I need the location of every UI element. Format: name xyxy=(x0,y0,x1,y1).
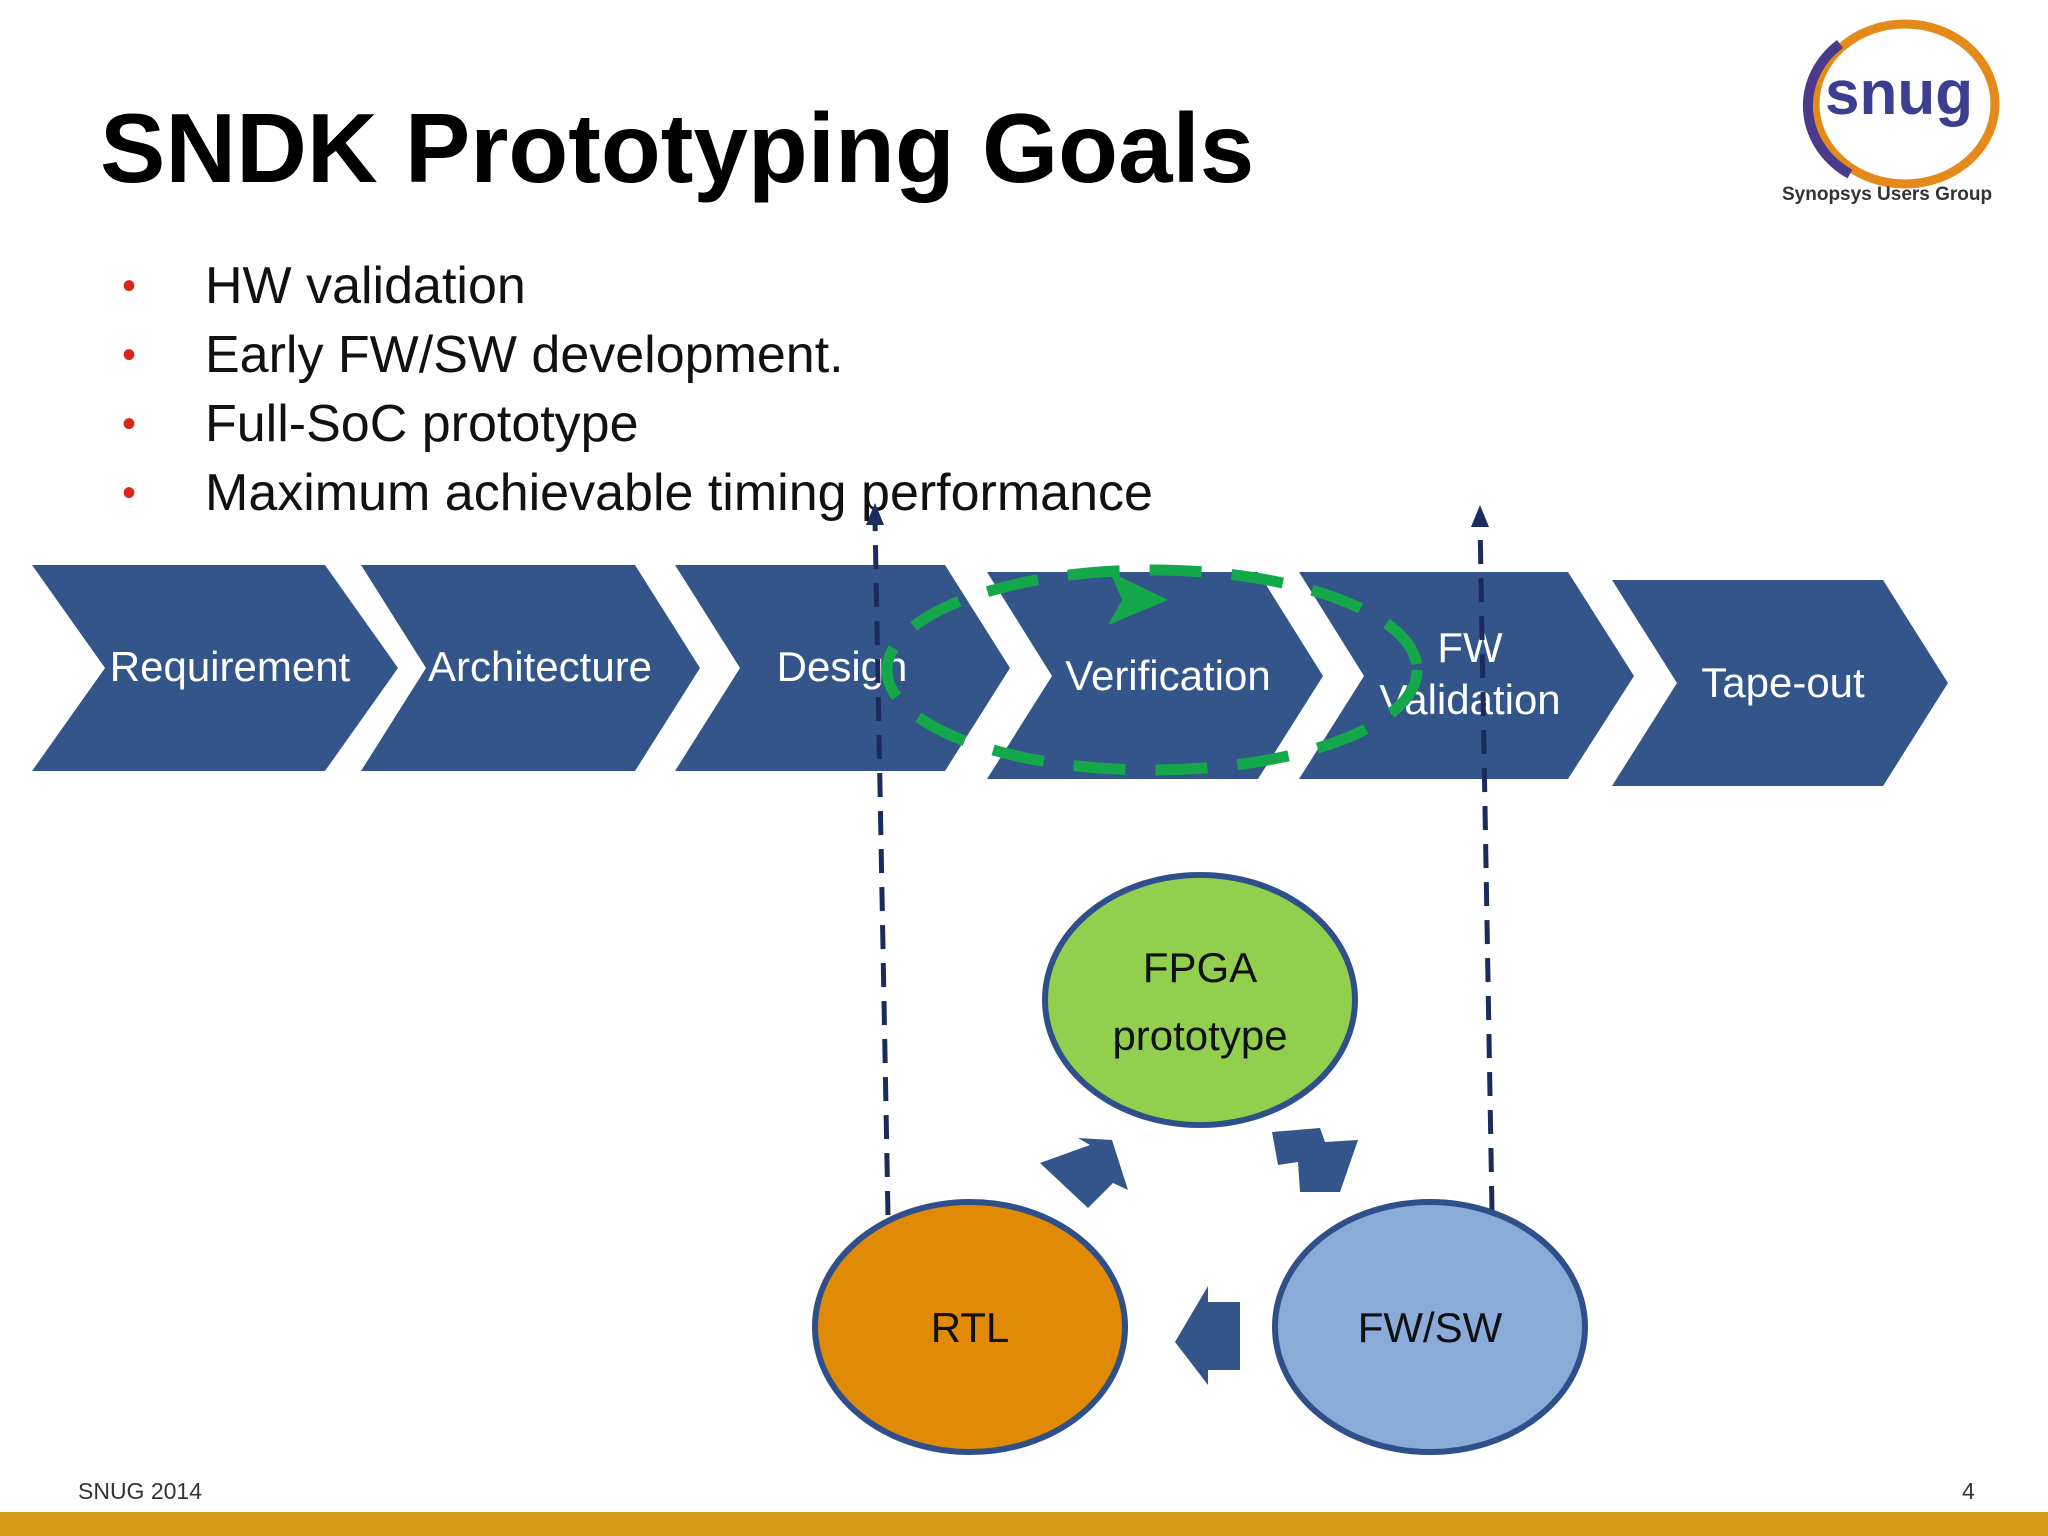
chevron-fw-validation xyxy=(1299,572,1634,779)
chevron-tape-out xyxy=(1612,580,1948,786)
dashed-arrow-left xyxy=(872,519,891,1216)
chevron-requirement xyxy=(32,565,398,771)
arrow-rtl-to-fpga-icon xyxy=(1040,1138,1128,1208)
stage-architecture-label: Architecture xyxy=(428,643,652,690)
chevron-architecture xyxy=(361,565,700,771)
dashed-arrow-right xyxy=(1477,519,1495,1211)
arrow-up-icon xyxy=(1471,505,1489,527)
footer-bar xyxy=(0,1512,2048,1536)
stage-requirement-label: Requirement xyxy=(110,643,351,690)
arrow-fpga-to-fwsw-icon xyxy=(1272,1128,1358,1192)
stage-fw-label: FW xyxy=(1437,624,1503,671)
node-rtl-label: RTL xyxy=(931,1304,1010,1351)
node-fpga-label: FPGA xyxy=(1143,944,1257,991)
dashed-arrows xyxy=(866,503,1495,1216)
node-prototype-label: prototype xyxy=(1112,1012,1287,1059)
iteration-loop xyxy=(881,564,1423,776)
page-number: 4 xyxy=(1962,1478,1975,1504)
logo-orange-ring xyxy=(1810,19,2000,189)
chevron-verification xyxy=(987,572,1323,779)
logo-caption: Synopsys Users Group xyxy=(1782,184,1992,205)
loop-arrow-icon xyxy=(1108,572,1168,625)
arrow-up-icon xyxy=(866,503,884,525)
prototype-cycle: FPGA prototype RTL FW/SW xyxy=(812,872,1588,1455)
node-fw-sw-label: FW/SW xyxy=(1358,1304,1503,1351)
stage-tape-out-label: Tape-out xyxy=(1701,659,1865,706)
process-flow: Requirement Architecture Design Verifica… xyxy=(32,565,1948,786)
bullet-icon: • xyxy=(122,471,137,515)
logo-purple-arc xyxy=(1802,39,1853,179)
page-title: SNDK Prototyping Goals xyxy=(100,93,1255,203)
node-fpga-prototype xyxy=(1042,872,1358,1128)
bullet-icon: • xyxy=(122,402,137,446)
bullet-icon: • xyxy=(122,333,137,377)
stage-verification-label: Verification xyxy=(1065,652,1270,699)
logo-mark: snug xyxy=(1825,59,1973,128)
arrow-fwsw-to-rtl-icon xyxy=(1175,1286,1240,1385)
node-fw-sw xyxy=(1272,1199,1588,1455)
footer-conference: SNUG 2014 xyxy=(78,1478,203,1504)
node-rtl xyxy=(812,1199,1128,1455)
snug-logo: snug Synopsys Users Group xyxy=(1782,19,2000,205)
bullet-icon: • xyxy=(122,264,137,308)
